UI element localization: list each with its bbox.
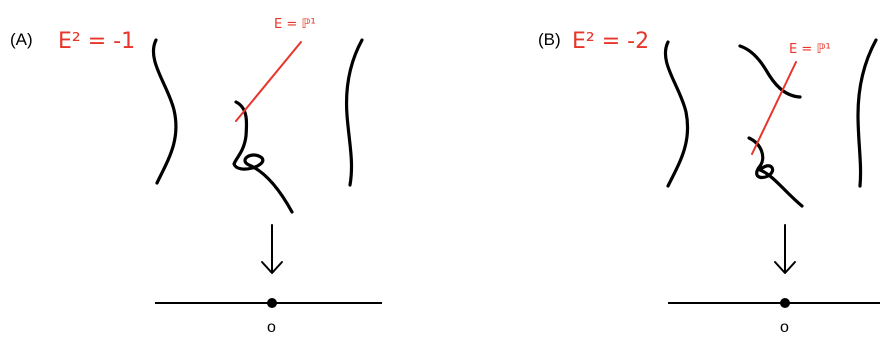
panel-b-right-fiber bbox=[856, 38, 878, 188]
panel-b-origin-point bbox=[780, 298, 790, 308]
panel-b-lower-component bbox=[747, 136, 804, 208]
panel-a-right-fiber bbox=[344, 38, 364, 187]
panel-b: (B) E² = -2 E = ℙ¹ o bbox=[538, 29, 880, 336]
panel-b-arrow-head bbox=[774, 261, 796, 274]
panel-a-central-fiber bbox=[232, 100, 294, 214]
panel-a-left-fiber bbox=[151, 38, 178, 185]
panel-b-upper-component bbox=[738, 44, 802, 99]
panel-b-exceptional-label: E = ℙ¹ bbox=[789, 42, 831, 57]
panel-a-exceptional-label: E = ℙ¹ bbox=[274, 17, 316, 32]
panel-a-origin-label: o bbox=[267, 319, 276, 336]
panel-a-exceptional-line bbox=[235, 41, 302, 122]
panel-b-label: (B) bbox=[538, 30, 561, 49]
panel-b-origin-label: o bbox=[780, 319, 789, 336]
panel-a-arrow-head bbox=[261, 261, 283, 274]
panel-a-self-intersection: E² = -1 bbox=[58, 29, 135, 54]
panel-b-self-intersection: E² = -2 bbox=[572, 29, 649, 54]
panel-a-origin-point bbox=[267, 298, 277, 308]
panel-b-exceptional-line bbox=[751, 61, 797, 155]
panel-a: (A) E² = -1 E = ℙ¹ o bbox=[10, 17, 382, 336]
panel-b-left-fiber bbox=[663, 40, 690, 188]
panel-a-label: (A) bbox=[10, 30, 33, 49]
